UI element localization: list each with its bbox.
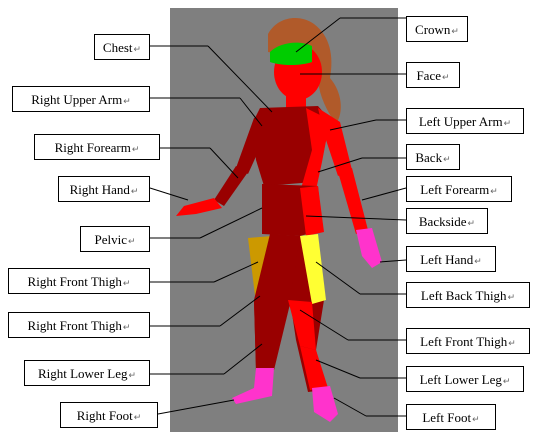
label-face-text: Face bbox=[416, 68, 441, 83]
return-mark: ↵ bbox=[503, 376, 511, 386]
label-right-front-thigh-2-text: Right Front Thigh bbox=[28, 318, 122, 333]
label-right-hand-text: Right Hand bbox=[70, 182, 130, 197]
label-left-forearm: Left Forearm↵ bbox=[406, 176, 512, 202]
label-right-front-thigh-2: Right Front Thigh↵ bbox=[8, 312, 150, 338]
label-face: Face↵ bbox=[406, 62, 460, 88]
right-lower-leg-region bbox=[254, 302, 272, 372]
label-pelvic: Pelvic↵ bbox=[80, 226, 150, 252]
return-mark: ↵ bbox=[504, 118, 512, 128]
return-mark: ↵ bbox=[131, 186, 139, 196]
label-chest: Chest↵ bbox=[94, 34, 150, 60]
label-left-front-thigh: Left Front Thigh↵ bbox=[406, 328, 530, 354]
label-left-front-thigh-text: Left Front Thigh bbox=[420, 334, 507, 349]
return-mark: ↵ bbox=[123, 96, 131, 106]
label-right-upper-arm: Right Upper Arm↵ bbox=[12, 86, 150, 112]
label-right-front-thigh-1: Right Front Thigh↵ bbox=[8, 268, 150, 294]
return-mark: ↵ bbox=[443, 154, 451, 164]
label-right-lower-leg: Right Lower Leg↵ bbox=[24, 360, 150, 386]
label-left-lower-leg-text: Left Lower Leg bbox=[420, 372, 502, 387]
label-right-upper-arm-text: Right Upper Arm bbox=[31, 92, 122, 107]
return-mark: ↵ bbox=[472, 414, 480, 424]
label-right-foot: Right Foot↵ bbox=[60, 402, 158, 428]
return-mark: ↵ bbox=[129, 370, 137, 380]
return-mark: ↵ bbox=[442, 72, 450, 82]
label-right-forearm: Right Forearm↵ bbox=[34, 134, 160, 160]
label-chest-text: Chest bbox=[103, 40, 133, 55]
return-mark: ↵ bbox=[474, 256, 482, 266]
label-pelvic-text: Pelvic bbox=[94, 232, 127, 247]
label-left-upper-arm: Left Upper Arm↵ bbox=[406, 108, 524, 134]
label-left-foot-text: Left Foot bbox=[422, 410, 471, 425]
label-left-hand-text: Left Hand bbox=[420, 252, 473, 267]
label-left-upper-arm-text: Left Upper Arm bbox=[419, 114, 503, 129]
return-mark: ↵ bbox=[128, 236, 136, 246]
label-backside: Backside↵ bbox=[406, 208, 488, 234]
return-mark: ↵ bbox=[468, 218, 476, 228]
label-left-foot: Left Foot↵ bbox=[406, 404, 496, 430]
return-mark: ↵ bbox=[134, 412, 142, 422]
label-backside-text: Backside bbox=[419, 214, 467, 229]
return-mark: ↵ bbox=[508, 292, 516, 302]
label-left-back-thigh: Left Back Thigh↵ bbox=[406, 282, 530, 308]
label-crown-text: Crown bbox=[415, 22, 450, 37]
label-right-forearm-text: Right Forearm bbox=[55, 140, 131, 155]
label-right-lower-leg-text: Right Lower Leg bbox=[38, 366, 128, 381]
return-mark: ↵ bbox=[490, 186, 498, 196]
label-left-lower-leg: Left Lower Leg↵ bbox=[406, 366, 524, 392]
label-crown: Crown↵ bbox=[406, 16, 468, 42]
label-right-hand: Right Hand↵ bbox=[58, 176, 150, 202]
return-mark: ↵ bbox=[132, 144, 140, 154]
return-mark: ↵ bbox=[123, 278, 131, 288]
return-mark: ↵ bbox=[508, 338, 516, 348]
label-right-foot-text: Right Foot bbox=[77, 408, 133, 423]
return-mark: ↵ bbox=[123, 322, 131, 332]
label-right-front-thigh-1-text: Right Front Thigh bbox=[28, 274, 122, 289]
return-mark: ↵ bbox=[451, 26, 459, 36]
return-mark: ↵ bbox=[134, 44, 142, 54]
label-back: Back↵ bbox=[406, 144, 460, 170]
label-left-back-thigh-text: Left Back Thigh bbox=[421, 288, 507, 303]
label-left-hand: Left Hand↵ bbox=[406, 246, 496, 272]
label-left-forearm-text: Left Forearm bbox=[420, 182, 489, 197]
label-back-text: Back bbox=[415, 150, 442, 165]
